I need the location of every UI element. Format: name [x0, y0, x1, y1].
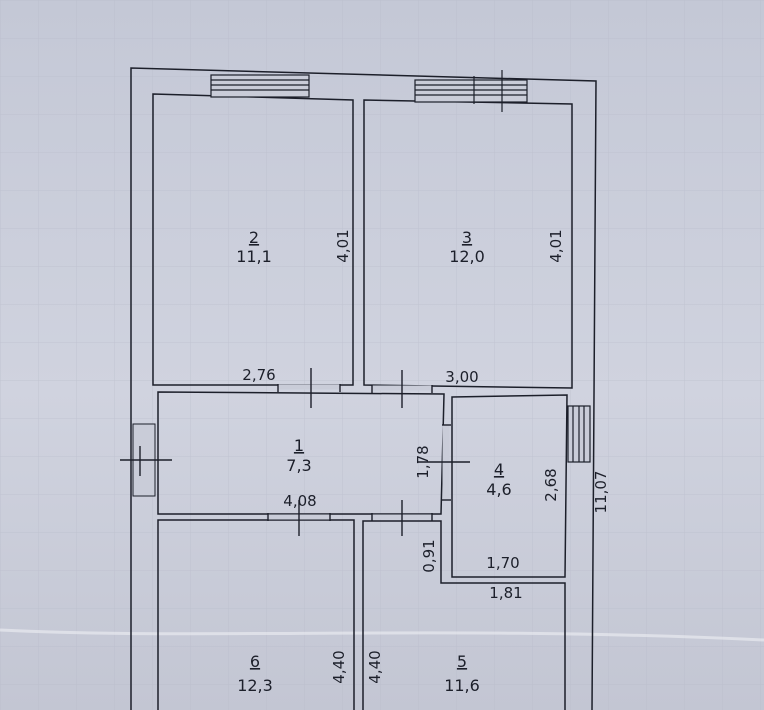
room-6-area: 12,3 [237, 676, 273, 695]
dim-room1-height: 1,78 [414, 445, 432, 478]
room-1-walls [157, 391, 445, 515]
door-room-5 [371, 500, 433, 536]
room-4-number: 4 [494, 460, 504, 479]
room-5-walls [362, 520, 566, 710]
windows [210, 70, 591, 463]
dim-room3-height: 4,01 [547, 229, 565, 262]
window-top-right [414, 70, 528, 112]
dim-room3-width: 3,00 [445, 368, 478, 386]
door-room-2 [277, 368, 341, 408]
dim-room4-height: 2,68 [542, 468, 560, 501]
room-4-area: 4,6 [486, 480, 511, 499]
room-labels: 2 11,1 3 12,0 1 7,3 4 4,6 6 12,3 5 11,6 [236, 228, 512, 695]
room-5-number: 5 [457, 652, 467, 671]
room-3-walls [363, 99, 573, 389]
room-3-number: 3 [462, 228, 472, 247]
room-2-area: 11,1 [236, 247, 272, 266]
room-6-walls [157, 519, 355, 710]
dim-room2-height: 4,01 [334, 229, 352, 262]
dimension-labels: 4,01 4,01 2,76 3,00 1,78 2,68 11,07 4,08… [242, 229, 610, 683]
dim-room1-width: 4,08 [283, 492, 316, 510]
dim-room4-width: 1,70 [486, 554, 519, 572]
dim-room2-width: 2,76 [242, 366, 275, 384]
room-5-area: 11,6 [444, 676, 480, 695]
room-1-area: 7,3 [286, 456, 311, 475]
door-room-6 [267, 500, 331, 536]
room-3-area: 12,0 [449, 247, 485, 266]
window-right [567, 405, 591, 463]
room-2-walls [152, 93, 354, 386]
room-4-walls [451, 394, 568, 578]
door-room-3 [371, 370, 433, 408]
room-2-number: 2 [249, 228, 259, 247]
dim-room6-height: 4,40 [330, 650, 348, 683]
window-top-left [210, 74, 310, 98]
room-1-number: 1 [294, 436, 304, 455]
dim-room5-notch: 0,91 [420, 539, 438, 572]
dim-outer-height: 11,07 [592, 471, 610, 514]
entrance-door [120, 423, 172, 497]
dim-room5-height: 4,40 [366, 650, 384, 683]
door-room-4 [418, 424, 470, 501]
paper-fold [0, 628, 764, 642]
room-6-number: 6 [250, 652, 260, 671]
dim-room5-top-width: 1,81 [489, 584, 522, 602]
walls [130, 67, 597, 710]
doors [120, 368, 470, 536]
outer-wall [130, 67, 597, 710]
